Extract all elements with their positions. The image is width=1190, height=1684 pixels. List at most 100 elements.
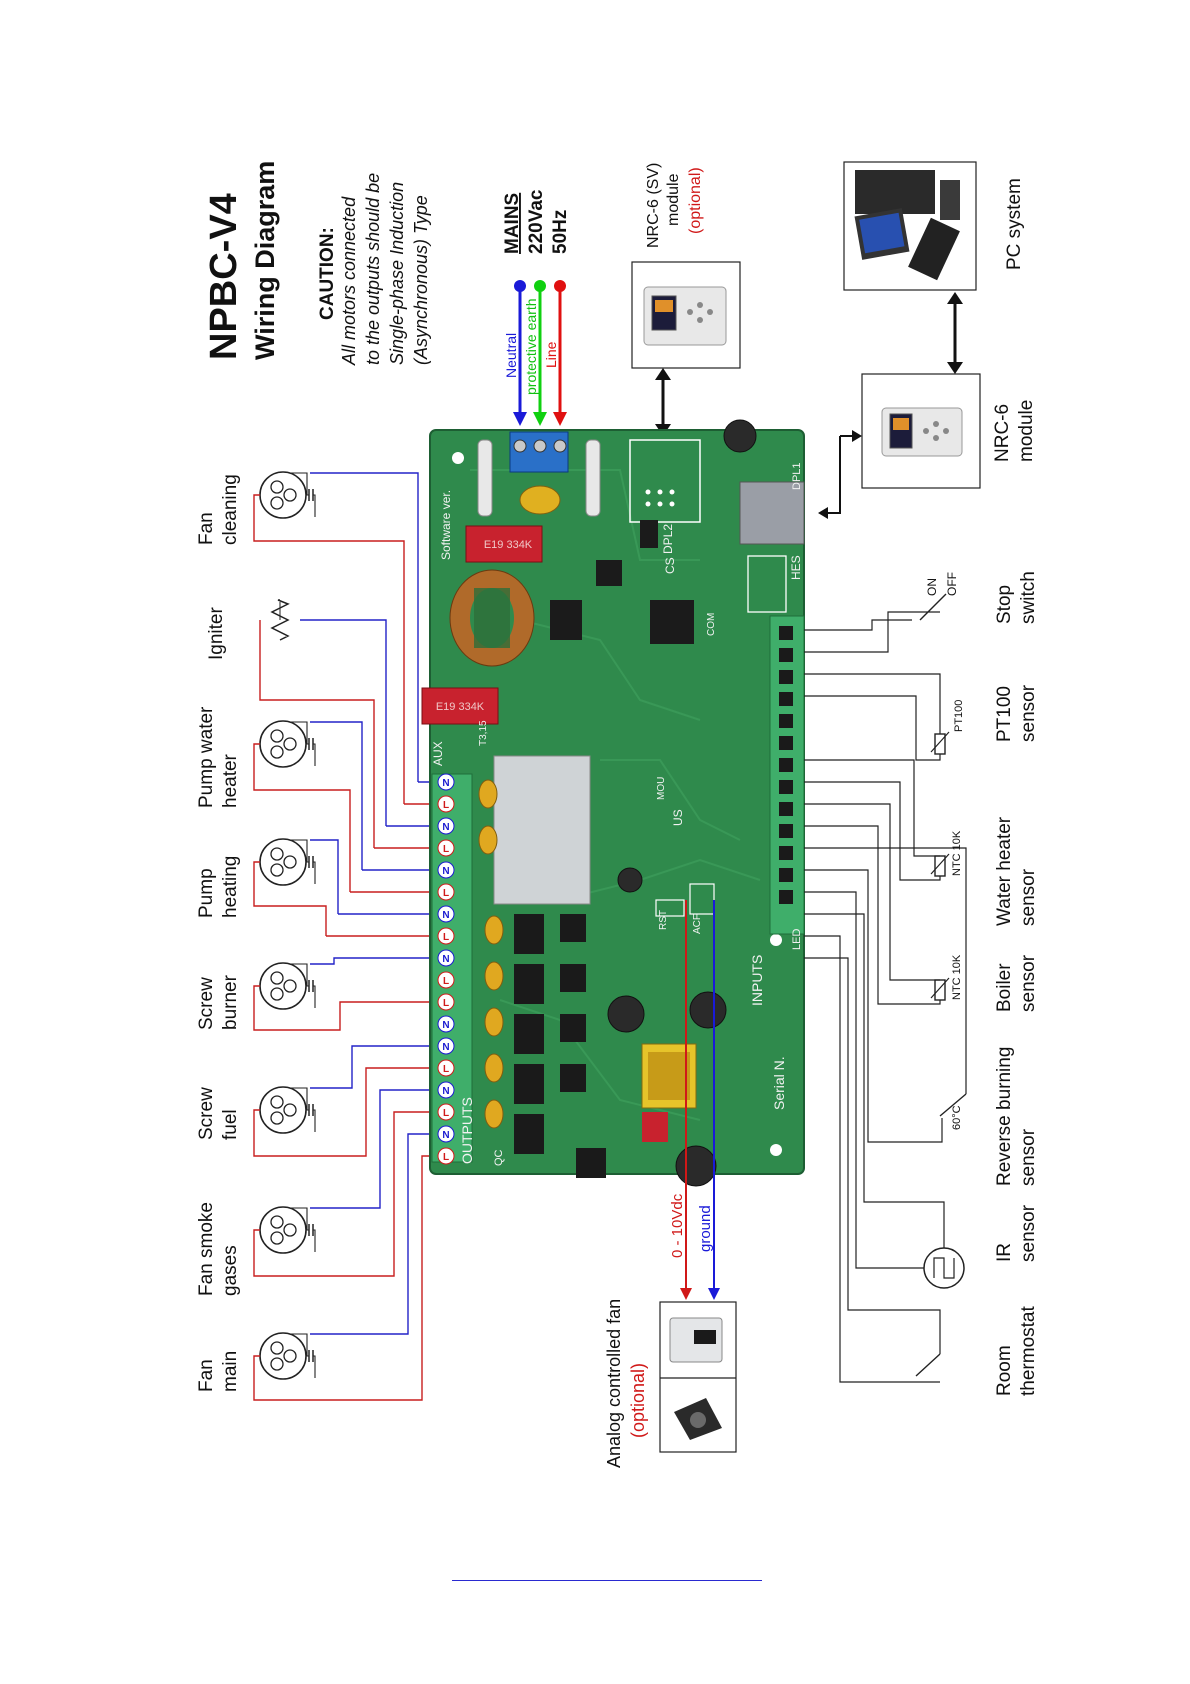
ic-1: [550, 600, 582, 640]
acf-silk-label: ACF: [692, 914, 703, 934]
film-capacitor-2: [421, 687, 499, 725]
output-terminals: [431, 773, 473, 1163]
nrc6-label-2: module: [1016, 400, 1037, 462]
terminal-l: L: [443, 1064, 449, 1075]
caution-line-4: (Asynchronous) Type: [411, 195, 431, 365]
acf-connector: [689, 883, 715, 915]
output-terminal-screws: N L N L N L N L N L L N N L N L N L: [437, 773, 455, 1165]
mains-frequency: 50Hz: [550, 210, 571, 254]
film-capacitor-1: [465, 525, 543, 563]
room-thermostat-switch-icon: [915, 1353, 941, 1377]
dpl2-connector: [629, 439, 701, 523]
us-silk-label: US: [671, 809, 685, 826]
terminal-n: N: [442, 822, 449, 833]
fuse-2: [585, 439, 601, 517]
analog-fan-label: Analog controlled fan: [604, 1299, 624, 1468]
output-label: Igniter: [206, 607, 227, 660]
caution-line-1: All motors connected: [339, 196, 359, 366]
pt100-tag: PT100: [953, 700, 965, 732]
nrc6-label: NRC-6: [992, 404, 1013, 462]
mains-wires: Neutral protective earth Line: [503, 280, 567, 426]
outputs-silk-label: OUTPUTS: [459, 1097, 475, 1164]
nrc6-sv-module: NRC-6 (SV) module (optional): [631, 163, 741, 436]
pump-heating-motor-icon: [259, 838, 316, 886]
output-label-2: cleaning: [220, 474, 241, 545]
rst-silk-label: RST: [658, 910, 669, 930]
capacitor-1: [607, 995, 645, 1033]
input-label-2: sensor: [1018, 1128, 1039, 1186]
caution-line-3: Single-phase Induction: [387, 182, 407, 365]
aux-silk-label: AUX: [431, 741, 445, 766]
terminal-n: N: [442, 1086, 449, 1097]
line-label: Line: [543, 341, 559, 368]
input-label: Water heater: [994, 816, 1015, 926]
pump-water-heater-motor-icon: [259, 720, 316, 768]
analog-fan-optional: (optional): [628, 1363, 648, 1438]
terminal-l: L: [443, 1108, 449, 1119]
bridge: [576, 1148, 606, 1178]
output-label: Screw: [196, 1087, 217, 1140]
terminal-n: N: [442, 778, 449, 789]
qc-silk-label: QC: [493, 1149, 505, 1166]
pc-label: PC system: [1004, 178, 1025, 270]
output-label-2: fuel: [220, 1109, 241, 1140]
software-silk-label: Software ver.: [439, 490, 453, 560]
input-label: Reverse burning: [994, 1047, 1015, 1186]
reverse-burning-switch-icon: [939, 1093, 967, 1117]
output-label: Fan: [196, 1359, 217, 1392]
input-label: PT100: [994, 686, 1015, 742]
stop-switch-off: OFF: [945, 572, 959, 596]
output-label-2: gases: [220, 1245, 241, 1296]
com-silk-label: COM: [706, 613, 717, 636]
hes-silk-label: HES: [789, 555, 803, 580]
input-label-2: sensor: [1018, 1204, 1039, 1262]
analog-fan: Analog controlled fan (optional) 0 - 10V…: [604, 900, 737, 1468]
screw-fuel-motor-icon: [259, 1086, 316, 1134]
caution-block: CAUTION:: [317, 227, 338, 320]
terminal-l: L: [443, 998, 449, 1009]
hes-connector: [747, 555, 787, 613]
rst-connector: [655, 899, 685, 917]
nrc6-sv-optional: (optional): [687, 167, 704, 234]
relay-shield: [493, 755, 591, 905]
cap-text-2: E19 334K: [436, 701, 485, 713]
pc-keyboard: [908, 217, 960, 281]
input-terminals: [769, 615, 805, 935]
input-label-2: sensor: [1018, 954, 1039, 1012]
pt100-sensor-icon: [930, 731, 950, 755]
input-label-2: thermostat: [1018, 1306, 1039, 1396]
output-label-2: burner: [220, 974, 241, 1030]
mains-block: MAINS 220Vac 50Hz: [502, 189, 571, 254]
page-title: NPBC-V4: [203, 193, 245, 360]
mcu: [650, 600, 694, 644]
mains-voltage: 220Vac: [526, 189, 547, 254]
input-label: Room: [994, 1345, 1015, 1396]
terminal-l: L: [443, 800, 449, 811]
output-label: Fan: [196, 512, 217, 545]
neutral-label: Neutral: [503, 333, 519, 378]
boiler-ntc-icon: [930, 977, 950, 1001]
nrc6-sv-label-2: module: [665, 173, 682, 226]
capacitor-3: [617, 867, 643, 893]
footer-rule: [452, 1580, 762, 1581]
caution-heading: CAUTION:: [317, 227, 338, 320]
capacitor-2: [689, 991, 727, 1029]
controller-board: E19 334K E19 334K: [421, 419, 805, 1187]
terminal-n: N: [442, 910, 449, 921]
input-label: IR: [994, 1243, 1015, 1262]
output-label-2: heater: [220, 753, 241, 808]
boiler-ntc-tag: NTC 10K: [951, 954, 963, 1000]
terminal-n: N: [442, 866, 449, 877]
serial-silk-label: Serial N.: [771, 1056, 787, 1110]
nrc6-sv-label: NRC-6 (SV): [645, 163, 662, 248]
led-silk-label: LED: [791, 929, 803, 950]
cap-text-1: E19 334K: [484, 539, 533, 551]
terminal-n: N: [442, 1020, 449, 1031]
input-label-2: sensor: [1018, 868, 1039, 926]
terminal-l: L: [443, 844, 449, 855]
input-label-2: switch: [1018, 571, 1039, 624]
output-label-2: main: [220, 1351, 241, 1392]
analog-signal-label: 0 - 10Vdc: [669, 1193, 686, 1258]
reverse-burning-tag: 60°C: [951, 1105, 963, 1130]
